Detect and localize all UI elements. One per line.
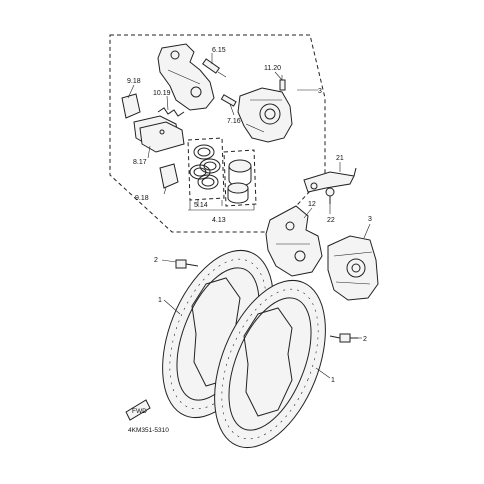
callout-1-right: 1 <box>331 377 335 384</box>
callout-21: 21 <box>336 155 344 162</box>
hose-bolt <box>325 187 335 204</box>
callout-2-left: 2 <box>154 257 158 264</box>
pad-spring <box>157 107 185 117</box>
caliper-body-lower <box>327 235 379 301</box>
callout-7-16: 7.16 <box>227 118 241 125</box>
callout-9-18-upper: 9.18 <box>127 78 141 85</box>
callout-2-right: 2 <box>363 336 367 343</box>
callout-22: 22 <box>327 217 335 224</box>
pad-shim-upper <box>121 93 141 119</box>
callout-5-14: 5.14 <box>194 202 208 209</box>
hose-bracket <box>303 167 357 193</box>
brake-disc-right <box>214 279 326 449</box>
bleed-screw <box>279 75 286 91</box>
disc-bolt-left <box>175 259 199 269</box>
pad-shim-lower <box>159 163 179 189</box>
callout-8-17: 8.17 <box>133 159 147 166</box>
callout-11-20: 11.20 <box>264 65 281 72</box>
slide-pin-upper <box>202 58 227 78</box>
caliper-body-upper <box>237 87 293 143</box>
callout-3-upper: 3 <box>318 88 322 95</box>
diagram-code: 4KM351-5310 <box>128 427 169 434</box>
callout-4-13: 4.13 <box>212 217 226 224</box>
exploded-view-frame <box>109 34 326 233</box>
callout-9-18-lower: 9.18 <box>135 195 149 202</box>
callout-10-19: 10.19 <box>153 90 171 97</box>
pad-pin <box>220 94 237 107</box>
callout-6-15: 6.15 <box>212 47 226 54</box>
piston-kit <box>223 149 257 207</box>
caliper-bracket-upper <box>157 43 215 111</box>
callout-1-left: 1 <box>158 297 162 304</box>
callout-12: 12 <box>308 201 316 208</box>
caliper-bracket-lower <box>265 205 323 277</box>
fwd-label: FWD <box>132 408 147 415</box>
brake-pads <box>133 115 185 153</box>
piston-seal-kit <box>187 137 225 201</box>
fwd-arrow-icon: FWD <box>125 399 151 421</box>
callout-3-lower: 3 <box>368 216 372 223</box>
